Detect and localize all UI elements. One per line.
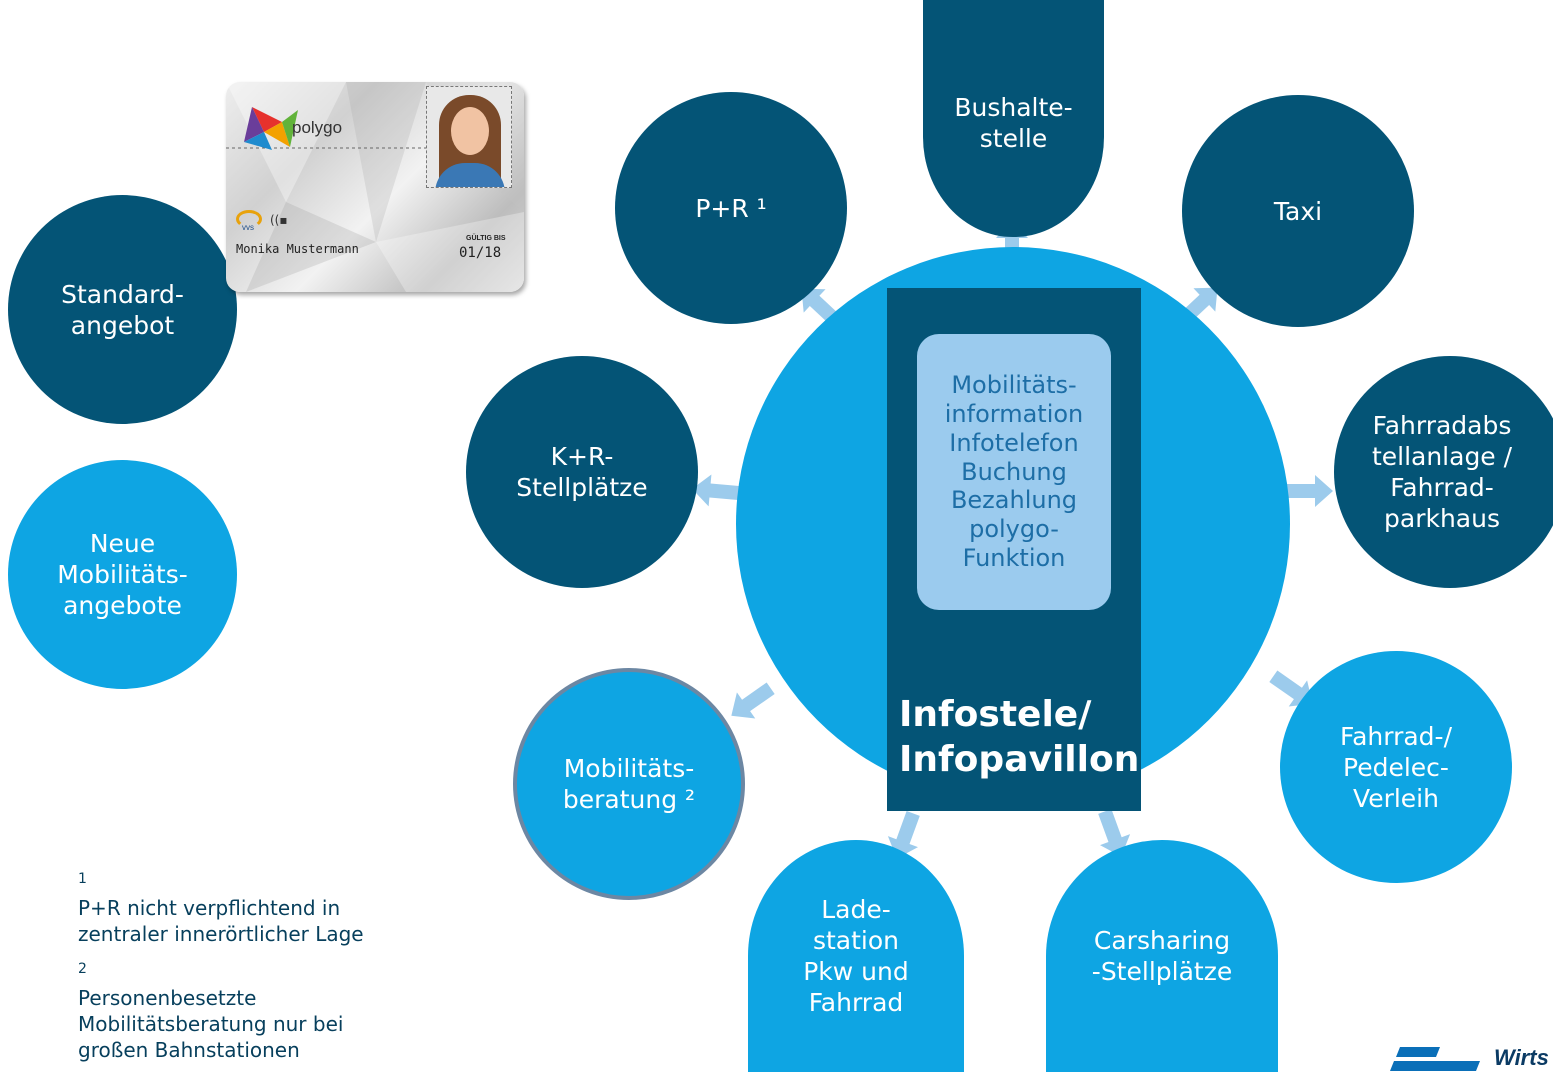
vvs-logo-icon [236,210,262,228]
center-title-line2: Infopavillon [899,739,1140,780]
node-mobility-consulting-label: Mobilitäts- beratung ² [562,754,696,814]
node-charging-station: Lade- station Pkw und Fahrrad [748,840,964,1072]
node-bike-rental-label: Fahrrad-/ Pedelec- Verleih [1340,721,1452,813]
node-carsharing: Carsharing -Stellplätze [1046,840,1278,1072]
footnote-1-text: P+R nicht verpflichtend in zentraler inn… [78,896,364,946]
node-carsharing-label: Carsharing -Stellplätze [1091,926,1233,986]
node-taxi: Taxi [1182,95,1414,327]
polygo-card-image: polygo vvs ((▪ Monika Mustermann GÜLTIG … [226,82,524,292]
card-brand: polygo [292,118,343,137]
new-mobility-offer-label: Neue Mobilitäts- angebote [57,529,188,620]
center-title: Infostele/ Infopavillon [899,692,1139,782]
card-operator: vvs [242,223,254,232]
infostele-panel: Mobilitäts- information Infotelefon Buch… [887,288,1141,811]
footnote-1-mark: 1 [78,871,87,887]
photo-face [451,107,489,155]
footnote-2-mark: 2 [78,961,87,977]
card-photo [426,86,512,188]
footnote-2-text: Personenbesetzte Mobilitätsberatung nur … [78,986,344,1062]
standard-offer-legend-circle: Standard- angebot [8,195,237,424]
info-services-box: Mobilitäts- information Infotelefon Buch… [917,334,1111,610]
arrow-shape [731,682,775,719]
corner-logo-text: Wirts [1494,1045,1549,1070]
polygo-logo-icon [244,107,298,150]
node-park-and-ride-label: P+R ¹ [695,193,767,223]
node-bike-rental: Fahrrad-/ Pedelec- Verleih [1280,651,1512,883]
new-mobility-offer-legend-circle: Neue Mobilitäts- angebote [8,460,237,689]
contactless-icon: ((▪ [270,213,288,227]
corner-logo-icon [1390,1047,1480,1071]
footnote-2: 2 Personenbesetzte Mobilitätsberatung nu… [78,933,343,1063]
info-services-text: Mobilitäts- information Infotelefon Buch… [944,371,1084,572]
arrow-shape [692,474,741,507]
card-holder-name: Monika Mustermann [236,242,359,256]
node-charging-station-label: Lade- station Pkw und Fahrrad [803,895,909,1017]
node-kiss-and-ride-label: K+R- Stellplätze [516,442,648,502]
corner-logo: Wirts [1390,1045,1553,1071]
node-bike-parking: Fahrradabs tellanlage / Fahrrad- parkhau… [1334,356,1553,588]
arrow-shape [1098,809,1131,857]
footnote-1: 1 P+R nicht verpflichtend in zentraler i… [78,843,364,947]
card-valid-label: GÜLTIG BIS [466,235,506,242]
card-valid-date: 01/18 [459,245,502,261]
node-park-and-ride: P+R ¹ [615,92,847,324]
standard-offer-label: Standard- angebot [61,279,184,340]
arrow-shape [887,811,920,859]
node-bus-stop-label: Bushalte- stelle [954,92,1073,153]
node-kiss-and-ride: K+R- Stellplätze [466,356,698,588]
node-mobility-consulting: Mobilitäts- beratung ² [513,668,745,900]
node-taxi-label: Taxi [1273,196,1323,226]
node-bus-stop: Bushalte- stelle [923,0,1104,237]
arrow-shape [1285,475,1333,507]
node-bike-parking-label: Fahrradabs tellanlage / Fahrrad- parkhau… [1371,411,1513,533]
center-title-line1: Infostele/ [899,694,1092,735]
